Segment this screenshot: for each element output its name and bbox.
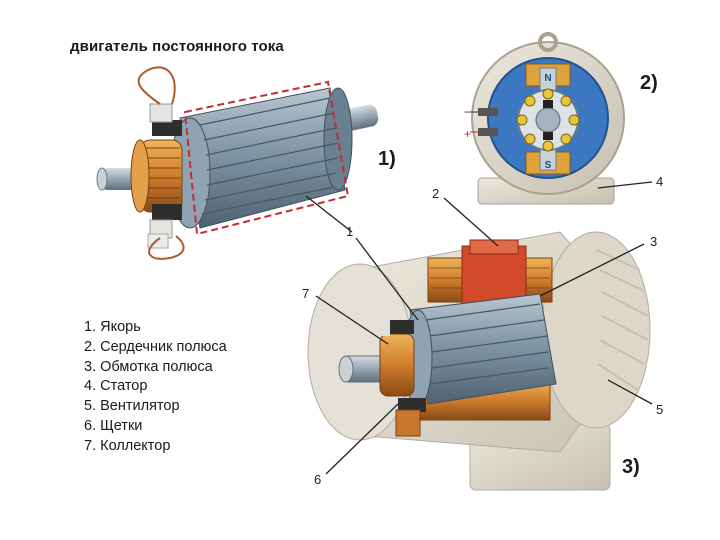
callout-5: 5 xyxy=(656,402,663,417)
fan-housing xyxy=(542,232,650,428)
callout-6: 6 xyxy=(314,472,321,487)
commutator-3 xyxy=(380,334,414,396)
cross-section-view: N S − + xyxy=(464,34,624,204)
commutator-1 xyxy=(131,140,182,212)
callout-3: 3 xyxy=(650,234,657,249)
pole-label-north: N xyxy=(544,73,551,84)
callout-4: 4 xyxy=(656,174,663,189)
assembled-motor-view xyxy=(308,232,650,490)
terminal-minus: − xyxy=(464,105,471,119)
callout-1: 1 xyxy=(346,224,353,239)
terminal-plus: + xyxy=(464,127,471,141)
armature-view xyxy=(97,67,380,259)
callout-2: 2 xyxy=(432,186,439,201)
pole-label-south: S xyxy=(545,160,552,171)
callout-7: 7 xyxy=(302,286,309,301)
